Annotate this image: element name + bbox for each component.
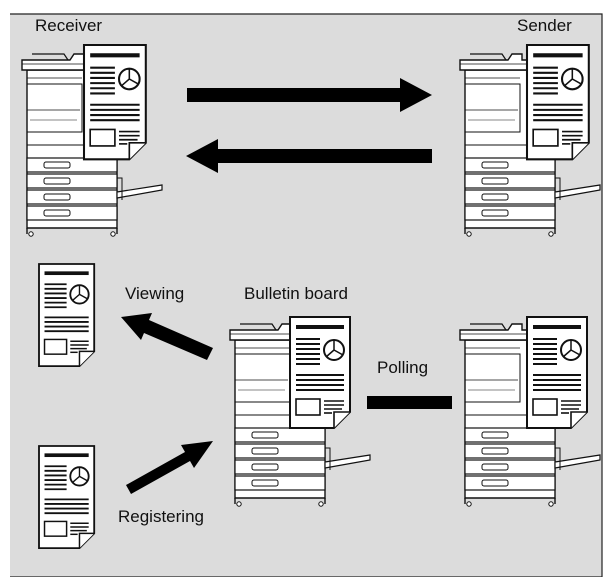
polling-bar	[367, 396, 452, 409]
sender-document-icon	[525, 43, 590, 161]
receiver-label: Receiver	[35, 16, 103, 35]
receiver-document-icon	[82, 43, 147, 161]
diagram-background	[10, 13, 603, 577]
viewing-arrow	[121, 313, 213, 360]
viewing-label: Viewing	[125, 284, 185, 303]
registering-arrow	[126, 441, 213, 494]
polling-label: Polling	[377, 358, 429, 377]
registering-label: Registering	[118, 507, 204, 526]
arrow-right	[187, 78, 432, 112]
registering-document-icon	[38, 445, 96, 550]
sender-label: Sender	[517, 16, 572, 35]
arrow-left	[186, 139, 432, 173]
bulletin-board-document-icon	[289, 316, 351, 429]
bulletin-board-label: Bulletin board	[244, 284, 348, 303]
viewing-document-icon	[38, 263, 96, 368]
polling-document-icon	[526, 316, 588, 429]
